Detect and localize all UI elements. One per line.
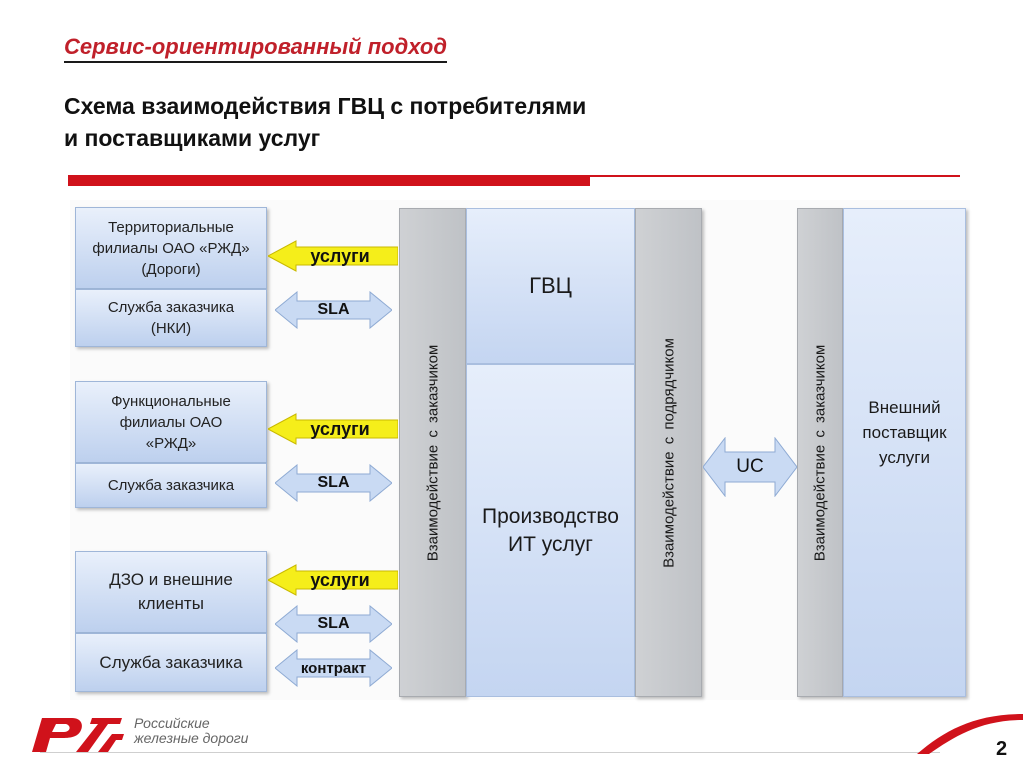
red-accent-line — [590, 175, 960, 177]
consumer-1-service-desk: Служба заказчика (НКИ) — [75, 289, 267, 347]
consumer-1-service-desk-label: Служба заказчика (НКИ) — [107, 299, 235, 337]
sla-arrow-1: SLA — [275, 291, 392, 329]
consumer-2-label: Функциональные филиалы ОАО «РЖД» — [111, 392, 231, 452]
sla-arrow-2-label: SLA — [317, 474, 350, 491]
red-accent-bar — [68, 175, 590, 186]
consumer-3-service-desk: Служба заказчика — [75, 633, 267, 692]
consumer-2-service-desk-label: Служба заказчика — [107, 477, 235, 494]
slide-title-line-1: Схема взаимодействия ГВЦ с потребителями — [64, 93, 587, 119]
consumer-1-label: Территориальные филиалы ОАО «РЖД» (Дорог… — [92, 218, 250, 278]
gvc-box: ГВЦ — [466, 208, 635, 364]
sla-arrow-2: SLA — [275, 464, 392, 502]
supplier-customer-interaction-band: Взаимодействие с заказчиком — [797, 208, 843, 697]
consumer-2-box: Функциональные филиалы ОАО «РЖД» — [75, 381, 267, 463]
footer-line — [40, 752, 940, 753]
sla-arrow-3-label: SLA — [317, 615, 350, 632]
slide-title: Схема взаимодействия ГВЦ с потребителями… — [64, 90, 764, 154]
services-arrow-3: услуги — [268, 563, 398, 597]
customer-interaction-band: Взаимодействие с заказчиком — [399, 208, 466, 697]
contract-arrow: контракт — [275, 649, 392, 687]
external-supplier-label: Внешний поставщик услуги — [862, 398, 947, 467]
rzd-logo-icon — [28, 714, 126, 759]
uc-arrow-label: UC — [736, 456, 764, 477]
page-number: 2 — [996, 738, 1008, 760]
supplier-customer-interaction-label: Взаимодействие с заказчиком — [811, 344, 829, 561]
external-supplier-box: Внешний поставщик услуги — [843, 208, 966, 697]
rail-swoosh-icon — [915, 710, 1024, 761]
consumer-3-label: ДЗО и внешние клиенты — [109, 570, 233, 613]
consumer-2-service-desk: Служба заказчика — [75, 463, 267, 508]
contractor-interaction-band: Взаимодействие с подрядчиком — [635, 208, 702, 697]
slide-title-line-2: и поставщиками услуг — [64, 125, 321, 151]
it-production-label: Производство ИТ услуг — [482, 504, 619, 556]
services-arrow-2-label: услуги — [310, 418, 370, 439]
services-arrow-2: услуги — [268, 412, 398, 446]
gvc-label: ГВЦ — [529, 273, 572, 298]
consumer-3-box: ДЗО и внешние клиенты — [75, 551, 267, 633]
rzd-logo-line-2: железные дороги — [134, 730, 249, 746]
services-arrow-1-label: услуги — [310, 245, 370, 266]
services-arrow-3-label: услуги — [310, 569, 370, 590]
rzd-logo-line-1: Российские — [134, 715, 210, 731]
rzd-logo-text: Российские железные дороги — [134, 716, 248, 746]
services-arrow-1: услуги — [268, 239, 398, 273]
sla-arrow-1-label: SLA — [317, 301, 350, 318]
slide-subtitle: Сервис-ориентированный подход — [64, 34, 447, 63]
contract-arrow-label: контракт — [300, 659, 367, 677]
customer-interaction-label: Взаимодействие с заказчиком — [424, 344, 441, 561]
sla-arrow-3: SLA — [275, 605, 392, 643]
consumer-1-box: Территориальные филиалы ОАО «РЖД» (Дорог… — [75, 207, 267, 289]
uc-arrow: UC — [703, 437, 797, 497]
it-production-box: Производство ИТ услуг — [466, 364, 635, 697]
contractor-interaction-label: Взаимодействие с подрядчиком — [660, 337, 677, 568]
consumer-3-service-desk-label: Служба заказчика — [99, 652, 243, 672]
